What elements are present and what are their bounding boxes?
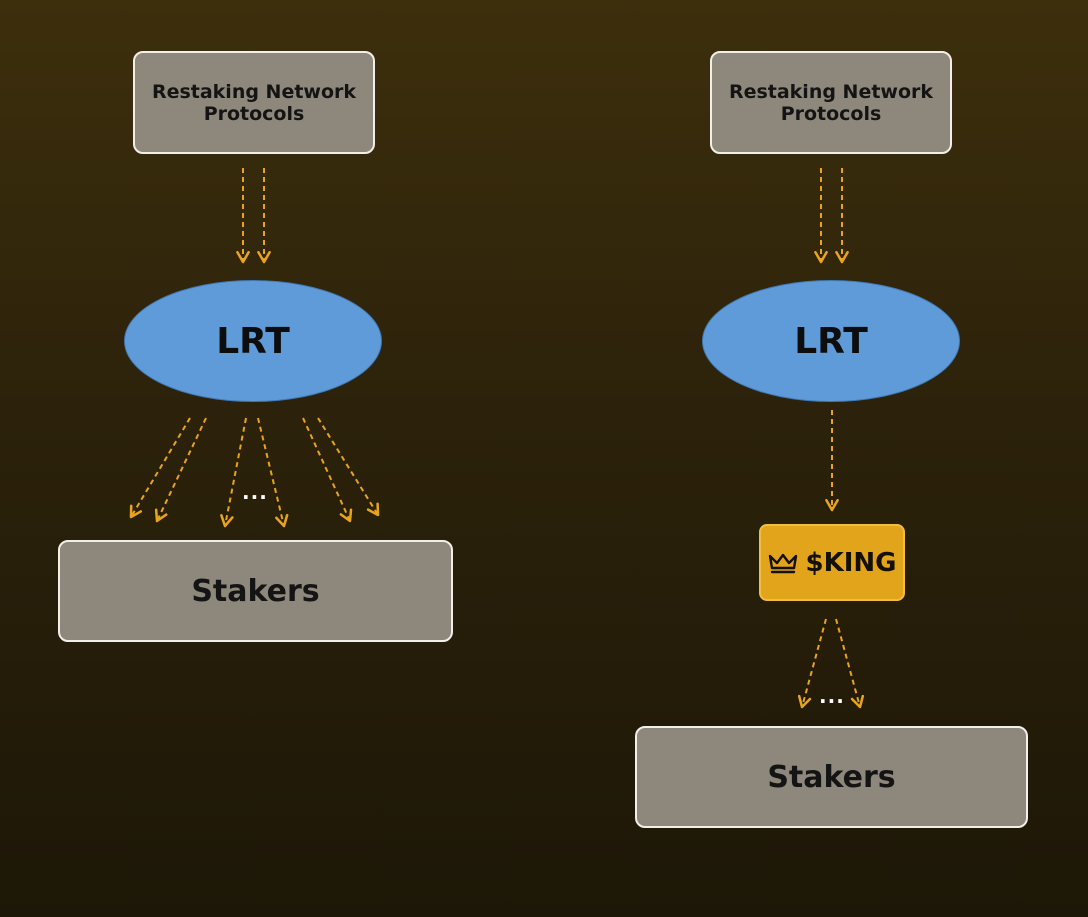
stakers-box-left: Stakers <box>58 540 453 642</box>
restaking-protocols-label-left: Restaking Network Protocols <box>151 80 357 125</box>
crown-icon <box>769 553 798 573</box>
king-token-badge: $KING <box>759 524 905 601</box>
lrt-label-left: LRT <box>216 320 290 362</box>
stakers-label-left: Stakers <box>191 573 320 609</box>
lrt-label-right: LRT <box>794 320 868 362</box>
arrow-king-to-stakers-a <box>797 618 827 709</box>
restaking-protocols-box-right: Restaking Network Protocols <box>710 51 952 154</box>
lrt-ellipse-right: LRT <box>702 280 960 402</box>
ellipsis-right: ... <box>819 684 845 708</box>
restaking-protocols-label-right: Restaking Network Protocols <box>728 80 934 125</box>
arrow-lrt-to-stakers-left-5 <box>302 417 353 523</box>
stakers-label-right: Stakers <box>767 759 896 795</box>
arrow-king-to-stakers-b <box>835 618 865 709</box>
arrow-lrt-to-stakers-left-3 <box>220 417 247 528</box>
stakers-box-right: Stakers <box>635 726 1028 828</box>
arrow-lrt-to-stakers-left-4 <box>257 417 289 528</box>
king-token-label: $KING <box>805 547 897 578</box>
lrt-ellipse-left: LRT <box>124 280 382 402</box>
arrow-lrt-to-stakers-left-6 <box>317 417 380 517</box>
arrow-lrt-to-stakers-left-2 <box>154 417 207 523</box>
ellipsis-left: ... <box>242 480 268 504</box>
arrow-lrt-to-stakers-left-1 <box>129 417 191 519</box>
restaking-protocols-box-left: Restaking Network Protocols <box>133 51 375 154</box>
